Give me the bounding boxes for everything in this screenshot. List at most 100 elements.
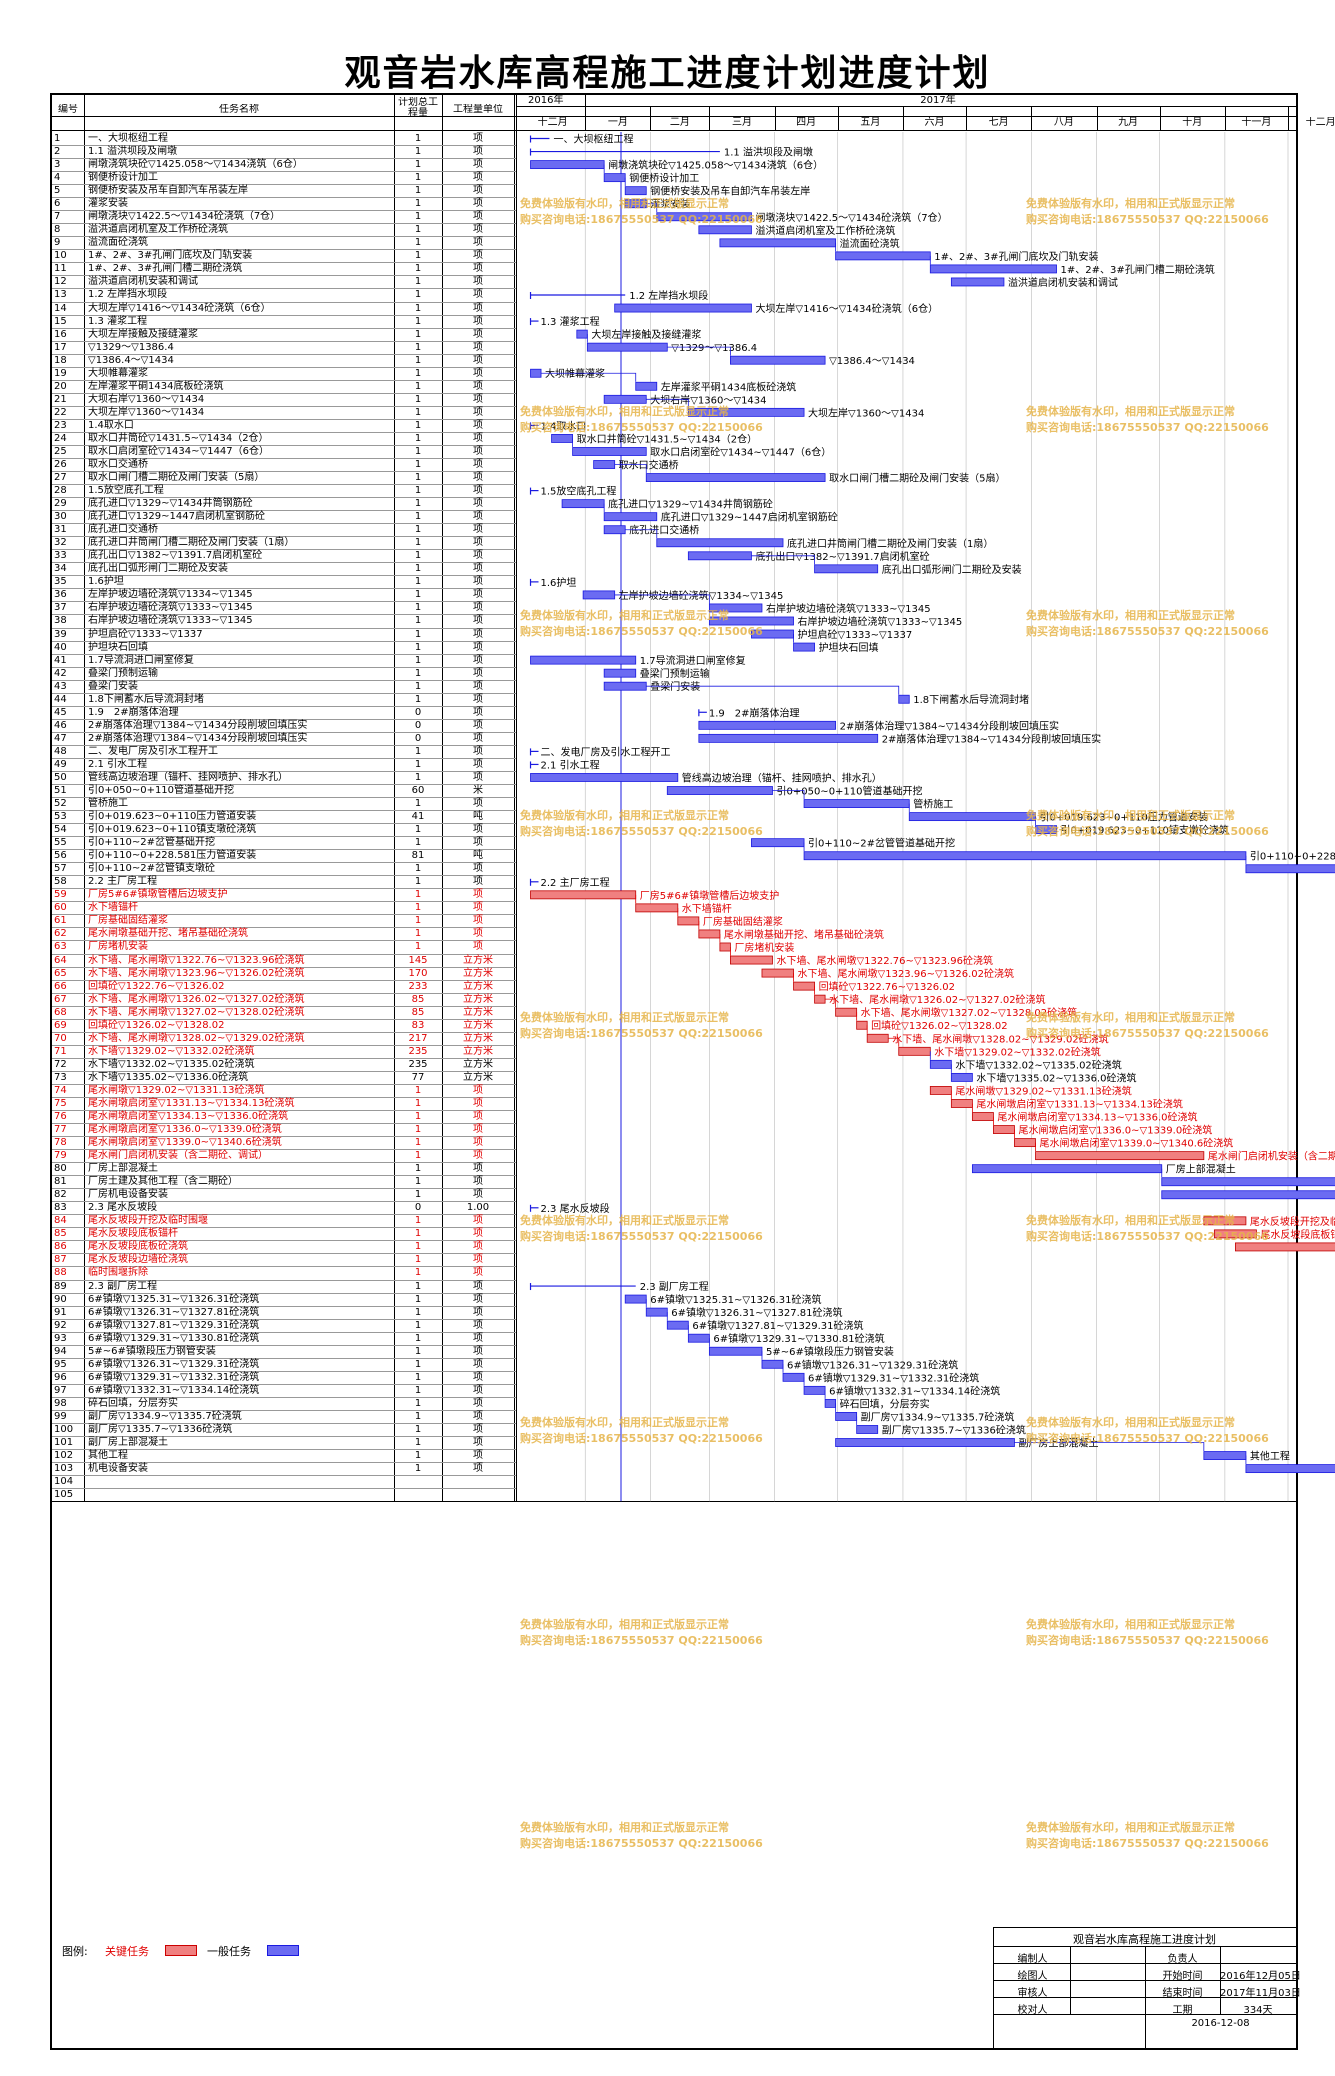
table-row[interactable]: 105: [52, 1488, 516, 1501]
table-row[interactable]: 104: [52, 1475, 516, 1488]
